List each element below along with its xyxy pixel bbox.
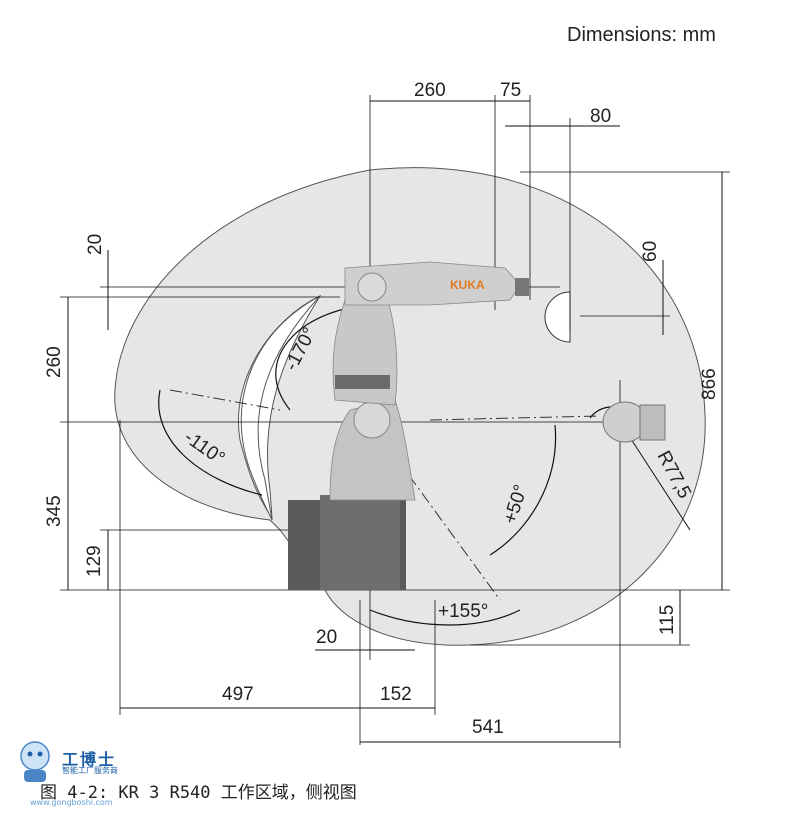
dim-bottom-497: 497 [222, 684, 254, 705]
dim-right-115: 115 [657, 605, 678, 635]
dim-top-75: 75 [500, 80, 521, 101]
dim-bottom-541: 541 [472, 717, 504, 738]
units-label: Dimensions: mm [567, 24, 716, 46]
watermark-url: www.gongboshi.com [30, 798, 113, 807]
robot-brand-logo: KUKA [450, 278, 485, 292]
envelope-inner-cutout [240, 295, 321, 521]
dim-left-260: 260 [44, 346, 65, 378]
dim-right-60: 60 [640, 241, 661, 262]
dim-top-260: 260 [414, 80, 446, 101]
dim-left-345: 345 [44, 495, 65, 527]
figure-caption: 图 4-2: KR 3 R540 工作区域，侧视图 [40, 783, 357, 803]
watermark-mascot-icon [20, 741, 50, 782]
dim-left-20: 20 [85, 234, 106, 255]
watermark-name: 工博士 [62, 750, 117, 769]
flange-clearance-circle [544, 291, 571, 343]
dim-right-866: 866 [699, 368, 720, 400]
dim-bottom-152: 152 [380, 684, 412, 705]
dim-left-129: 129 [84, 545, 105, 577]
dim-top-80: 80 [590, 106, 611, 127]
dim-bottom-20: 20 [316, 627, 337, 648]
angle-plus-155: +155° [438, 601, 488, 622]
watermark-subtitle: 智能工厂服务商 [62, 766, 118, 775]
robot: KUKA [288, 261, 666, 590]
